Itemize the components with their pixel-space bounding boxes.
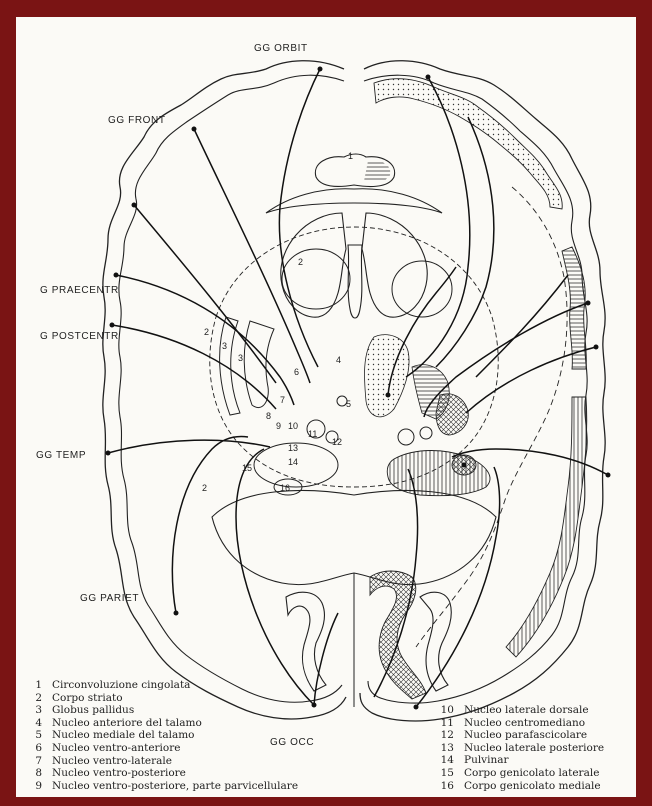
legend-item: 16 Corpo genicolato mediale <box>436 780 604 793</box>
legend-text: Nucleo ventro-posteriore, parte parvicel… <box>52 780 298 793</box>
legend-text: Nucleo parafascicolare <box>464 729 587 742</box>
legend-number: 16 <box>436 780 454 793</box>
diagram-number-2: 2 <box>298 257 303 267</box>
diagram-number-8: 8 <box>266 411 271 421</box>
legend-number: 3 <box>24 704 42 717</box>
cortex-inner-left <box>119 75 344 702</box>
legend-text: Globus pallidus <box>52 704 134 717</box>
diagram-number-10: 10 <box>288 421 298 431</box>
label-g-postcentr: G POSTCENTR <box>40 331 119 342</box>
legend-number: 13 <box>436 742 454 755</box>
diagram-number-5: 5 <box>346 399 351 409</box>
legend-number: 6 <box>24 742 42 755</box>
diagram-number-14: 14 <box>288 457 298 467</box>
legend-text: Nucleo laterale dorsale <box>464 704 589 717</box>
label-gg-pariet: GG PARIET <box>80 593 139 604</box>
legend-item: 14 Pulvinar <box>436 754 604 767</box>
corpus-callosum-genu <box>266 189 442 213</box>
nucleus-marker-right-a <box>398 429 414 445</box>
nucleus-marker-right-b <box>420 427 432 439</box>
internal-capsule-dashed <box>210 227 498 487</box>
corpus-striatum-left <box>282 249 350 309</box>
legend-number: 2 <box>24 692 42 705</box>
diagram-number-12: 12 <box>332 437 342 447</box>
legend-number: 1 <box>24 679 42 692</box>
legend-text: Circonvoluzione cingolata <box>52 679 190 692</box>
legend-text: Nucleo centromediano <box>464 717 585 730</box>
legend-item: 3 Globus pallidus <box>24 704 298 717</box>
label-gg-temp: GG TEMP <box>36 450 86 461</box>
legend-item: 8 Nucleo ventro-posteriore <box>24 767 298 780</box>
legend-text: Nucleo ventro-laterale <box>52 755 172 768</box>
legend-item: 5 Nucleo mediale del talamo <box>24 729 298 742</box>
legend-number: 5 <box>24 729 42 742</box>
legend-text: Corpo genicolato laterale <box>464 767 599 780</box>
legend-text: Nucleo mediale del talamo <box>52 729 195 742</box>
figure-page: GG ORBIT GG FRONT G PRAECENTR G POSTCENT… <box>16 17 636 797</box>
legend-text: Pulvinar <box>464 754 509 767</box>
diagram-number-2: 2 <box>202 483 207 493</box>
legend-number: 8 <box>24 767 42 780</box>
legend-number: 12 <box>436 729 454 742</box>
legend-text: Corpo striato <box>52 692 123 705</box>
occipital-gyrus-left <box>286 592 326 691</box>
diagram-number-7: 7 <box>280 395 285 405</box>
legend-number: 14 <box>436 754 454 767</box>
label-gg-orbit: GG ORBIT <box>254 43 308 54</box>
figure-frame: GG ORBIT GG FRONT G PRAECENTR G POSTCENT… <box>6 5 644 800</box>
corpus-striatum-right <box>392 261 452 317</box>
diagram-number-6: 6 <box>294 367 299 377</box>
lateral-ventricle-left <box>281 213 346 317</box>
legend-item: 15 Corpo genicolato laterale <box>436 767 604 780</box>
legend-item: 10 Nucleo laterale dorsale <box>436 704 604 717</box>
diagram-number-4: 4 <box>336 355 341 365</box>
legend-left: 1 Circonvoluzione cingolata 2 Corpo striat… <box>24 679 298 792</box>
right-pulvinar-vlines <box>387 451 490 496</box>
cingulate-gyrus-hatch <box>364 161 390 182</box>
legend-number: 11 <box>436 717 454 730</box>
legend-item: 6 Nucleo ventro-anteriore <box>24 742 298 755</box>
legend-text: Corpo genicolato mediale <box>464 780 601 793</box>
legend-item: 12 Nucleo parafascicolare <box>436 729 604 742</box>
posterior-ventricle <box>212 490 496 584</box>
legend-item: 4 Nucleo anteriore del talamo <box>24 717 298 730</box>
diagram-number-9: 9 <box>276 421 281 431</box>
diagram-number-13: 13 <box>288 443 298 453</box>
label-g-praecentr: G PRAECENTR <box>40 285 119 296</box>
legend-number: 9 <box>24 780 42 793</box>
diagram-number-3: 3 <box>222 341 227 351</box>
legend-item: 11 Nucleo centromediano <box>436 717 604 730</box>
legend-text: Nucleo ventro-posteriore <box>52 767 186 780</box>
legend-text: Nucleo laterale posteriore <box>464 742 604 755</box>
legend-item: 13 Nucleo laterale posteriore <box>436 742 604 755</box>
parietal-hatched-region <box>506 397 587 657</box>
legend-item: 1 Circonvoluzione cingolata <box>24 679 298 692</box>
legend-number: 7 <box>24 755 42 768</box>
diagram-number-3: 3 <box>238 353 243 363</box>
diagram-number-16: 16 <box>280 483 290 493</box>
legend-item: 9 Nucleo ventro-posteriore, parte parvice… <box>24 780 298 793</box>
diagram-number-2: 2 <box>204 327 209 337</box>
diagram-number-1: 1 <box>348 151 353 161</box>
legend-item: 7 Nucleo ventro-laterale <box>24 755 298 768</box>
legend-text: Nucleo anteriore del talamo <box>52 717 202 730</box>
legend-right: 10 Nucleo laterale dorsale 11 Nucleo centr… <box>436 704 604 792</box>
legend-number: 15 <box>436 767 454 780</box>
occipital-hatched-region <box>370 571 426 699</box>
label-gg-front: GG FRONT <box>108 115 166 126</box>
diagram-number-11: 11 <box>308 429 317 439</box>
right-thalamus-cross <box>436 394 468 435</box>
legend-item: 2 Corpo striato <box>24 692 298 705</box>
legend-text: Nucleo ventro-anteriore <box>52 742 180 755</box>
legend-number: 4 <box>24 717 42 730</box>
diagram-number-15: 15 <box>242 463 252 473</box>
legend-number: 10 <box>436 704 454 717</box>
